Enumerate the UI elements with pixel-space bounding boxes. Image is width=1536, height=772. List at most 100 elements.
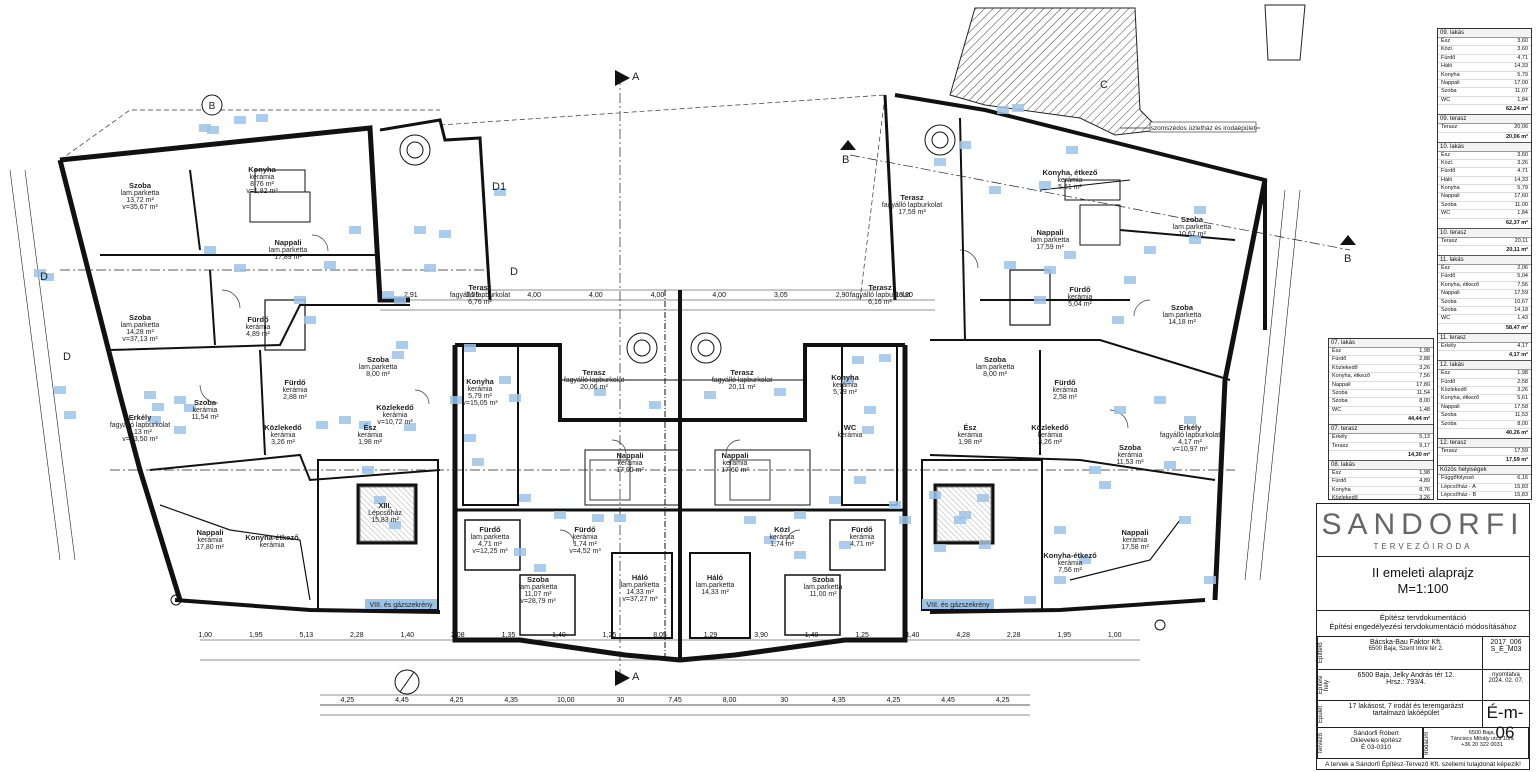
opening-tag (1164, 461, 1176, 469)
office-label: Irodacím (1423, 728, 1436, 758)
area-value: 11,00 (1514, 201, 1528, 208)
area-room: Nappali (1441, 290, 1460, 297)
room-name: Terasz (582, 368, 605, 377)
opening-tag (854, 476, 866, 484)
room-name: Nappali (616, 451, 643, 460)
site-address: 6500 Baja, Jelky András tér 12. (1357, 672, 1455, 679)
dimension-value: 2,90 (836, 292, 850, 299)
opening-tag (1154, 396, 1166, 404)
area-room: Szoba (1441, 306, 1457, 313)
dimension-value: 4,00 (651, 292, 665, 299)
room-name: Közl (774, 525, 790, 534)
room-detail: kerámia (770, 534, 795, 541)
room-name: Szoba (812, 575, 835, 584)
door-window-tags (34, 104, 1216, 604)
opening-tag (1144, 246, 1156, 254)
area-total: 62,24 m² (1505, 106, 1528, 113)
gas-label-right: VIII. és gázszekrény (926, 602, 990, 609)
room-detail: 17,59 m² (1036, 244, 1064, 251)
room-detail: lam.parketta (1031, 237, 1070, 244)
area-room: Ész (1441, 151, 1451, 158)
room-detail: 2,58 m² (1053, 394, 1077, 401)
dimension-lines (9, 169, 1301, 716)
room-detail: 17,58 m² (1121, 544, 1149, 551)
area-value: 5,61 (1517, 395, 1528, 402)
dimension-value: 4,25 (450, 697, 464, 704)
phase-line1: Építész tervdokumentáció (1379, 613, 1467, 622)
dimension-value: 1,40 (805, 632, 819, 639)
room-detail: 8,76 m² (250, 181, 274, 188)
section-a-bottom: A (632, 671, 640, 683)
room-detail: 6,16 m² (868, 299, 892, 306)
sheet-number: É-m- 06 (1485, 703, 1525, 743)
area-value: 5,79 (1517, 71, 1528, 78)
area-room: Konyha, étkező (1332, 373, 1370, 380)
room-detail: kerámia (358, 432, 383, 439)
room-name: Nappali (1036, 228, 1063, 237)
room-detail: lam.parketta (269, 247, 308, 254)
room-name: Terasz (730, 368, 753, 377)
opening-tag (394, 296, 406, 304)
room-detail: 20,06 m² (580, 384, 608, 391)
opening-tag (794, 551, 806, 559)
dimension-value: 5,13 (300, 632, 314, 639)
room-detail: 8,00 m² (366, 371, 390, 378)
dimension-value: 1,25 (855, 632, 869, 639)
opening-tag (404, 423, 416, 431)
room-detail: lam.parketta (804, 584, 843, 591)
room-detail: v=12,25 m³ (472, 548, 508, 555)
opening-tag (744, 516, 756, 524)
room-detail: kerámia (1118, 452, 1143, 459)
stair-cores (359, 486, 992, 542)
opening-tag (389, 521, 401, 529)
area-value: 1,98 (1419, 348, 1430, 354)
opening-tag (1089, 466, 1101, 474)
door-swings (199, 234, 1151, 545)
dimension-value: 1,35 (502, 632, 516, 639)
opening-tag (349, 226, 361, 234)
room-detail: lam.parketta (121, 190, 160, 197)
area-room: Szoba (1441, 412, 1457, 419)
opening-tag (359, 421, 371, 429)
area-room: Konyha, étkező (1441, 281, 1479, 288)
dimension-value: 4,45 (395, 697, 409, 704)
dimension-value: 2,08 (451, 632, 465, 639)
area-section-head: 07. lakás (1329, 339, 1433, 348)
client-address: 6500 Baja, Szent Imre tér 2. (1368, 646, 1444, 652)
opening-tag (864, 406, 876, 414)
building-line1: 17 lakásost, 7 irodát és teremgarázst (1348, 703, 1464, 710)
room-name: Szoba (527, 575, 550, 584)
room-name: Terasz (468, 283, 491, 292)
dimension-value: 8,05 (653, 632, 667, 639)
opening-tag (704, 391, 716, 399)
room-name: Erkély (129, 413, 152, 422)
area-room: Nappali (1332, 381, 1351, 388)
building-label: Épület (1317, 701, 1330, 727)
room-detail: 13,72 m² (126, 197, 154, 204)
neighbor-label: szomszédos üzletház és irodaépület (1151, 125, 1256, 132)
